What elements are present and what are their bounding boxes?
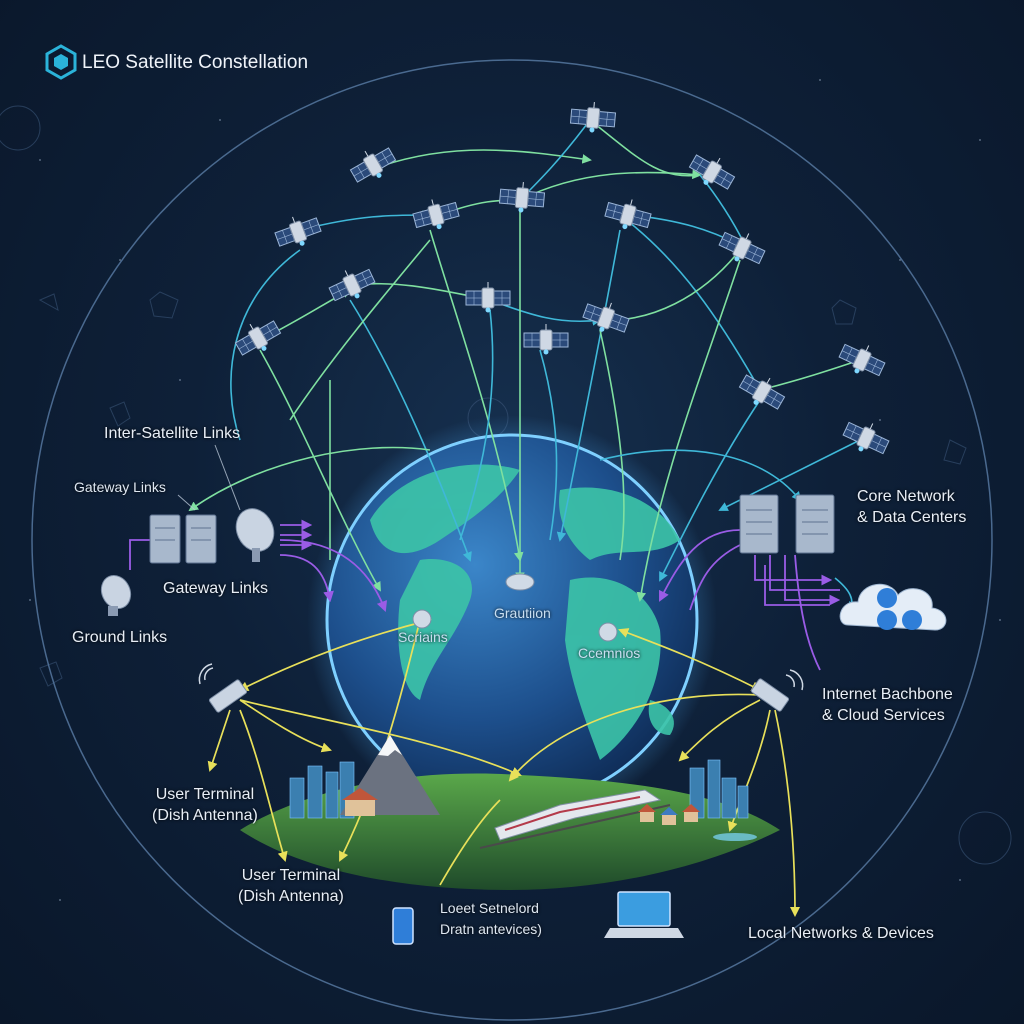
- label-internet-backbone: Internet Bachbone & Cloud Services: [822, 684, 953, 726]
- mountain-icon: [340, 735, 440, 816]
- village-houses: [638, 804, 757, 841]
- server-rack-icon: [739, 494, 835, 554]
- label-internet-backbone-line-1: Internet Bachbone: [822, 686, 953, 703]
- satellite-icon: [715, 223, 770, 271]
- dish-antenna-icon: [100, 574, 132, 616]
- label-user-terminal-1-line-1: User Terminal: [155, 786, 255, 803]
- dish-antenna-icon: [505, 573, 535, 591]
- dish-antenna-icon: [750, 678, 790, 712]
- satellite-to-ground-arcs: [188, 210, 861, 602]
- label-local-devices-line-1: Loeet Setnelord: [440, 900, 539, 916]
- label-local-networks: Local Networks & Devices: [748, 925, 934, 942]
- label-globe-station-2: Grautiion: [494, 605, 551, 621]
- satellite-icon: [523, 323, 569, 355]
- cloud-globe-icon: [839, 583, 947, 631]
- gateway-station: [100, 508, 275, 616]
- label-ground-links: Ground Links: [72, 629, 168, 646]
- label-user-terminal-2-line-1: User Terminal: [241, 867, 341, 884]
- dish-antenna-icon: [208, 679, 248, 713]
- label-internet-backbone-line-2: & Cloud Services: [822, 707, 945, 724]
- label-user-terminal-2: User Terminal (Dish Antenna): [238, 865, 344, 907]
- user-terminal-links: [207, 617, 801, 918]
- user-terminals: [198, 663, 804, 713]
- star-field: [29, 79, 1001, 901]
- label-gateway-links-top: Gateway Links: [74, 479, 166, 495]
- label-globe-station-3: Ccemnios: [578, 645, 641, 661]
- dish-antenna-icon: [235, 508, 275, 562]
- label-inter-satellite-links: Inter-Satellite Links: [104, 425, 241, 442]
- label-user-terminal-1: User Terminal (Dish Antenna): [152, 784, 258, 826]
- satellite-icon: [835, 335, 890, 383]
- globe-ground-stations: [412, 573, 618, 642]
- laptop-icon: [604, 891, 684, 938]
- label-local-devices: Loeet Setnelord Dratn antevices): [440, 898, 542, 940]
- satellite-icon: [410, 193, 462, 236]
- globe-continents: [370, 464, 680, 760]
- satellite-icon: [271, 208, 325, 254]
- satellite-icon: [735, 366, 790, 417]
- label-globe-station-1: Scriains: [398, 629, 448, 645]
- satellite-icon: [345, 139, 400, 190]
- satellite-icon: [602, 193, 654, 236]
- phone-icon: [392, 907, 414, 945]
- dish-antenna-icon: [412, 609, 432, 629]
- label-core-network-line-1: Core Network: [857, 488, 955, 505]
- label-local-devices-line-2: Dratn antevices): [440, 921, 542, 937]
- gateway-network-links: [129, 519, 841, 671]
- orbit-ring: [31, 59, 993, 1021]
- satellite-icon: [839, 413, 894, 461]
- label-core-network-line-2: & Data Centers: [857, 509, 967, 526]
- label-pointers: [177, 444, 241, 511]
- satellite-icon: [465, 281, 511, 313]
- diagram-title: LEO Satellite Constellation: [82, 52, 309, 73]
- satellite-icon: [324, 260, 379, 308]
- train-icon: [479, 789, 671, 849]
- satellite-icon: [498, 179, 546, 215]
- label-core-network: Core Network & Data Centers: [857, 486, 966, 528]
- server-rack-icon: [149, 514, 217, 564]
- logo-hexagon-icon: [45, 44, 77, 80]
- core-network-servers: [739, 494, 947, 631]
- inter-satellite-link-arcs: [259, 119, 862, 392]
- satellite-icon: [685, 146, 740, 197]
- city-icon: [289, 759, 749, 819]
- earth-globe: [307, 415, 717, 825]
- label-user-terminal-1-line-2: (Dish Antenna): [152, 807, 258, 824]
- label-gateway-links-mid: Gateway Links: [163, 580, 268, 597]
- satellite-icon: [569, 99, 617, 135]
- diagram-title-row: LEO Satellite Constellation: [82, 52, 308, 74]
- dish-antenna-icon: [598, 622, 618, 642]
- label-user-terminal-2-line-2: (Dish Antenna): [238, 888, 344, 905]
- satellite-icon: [230, 312, 285, 363]
